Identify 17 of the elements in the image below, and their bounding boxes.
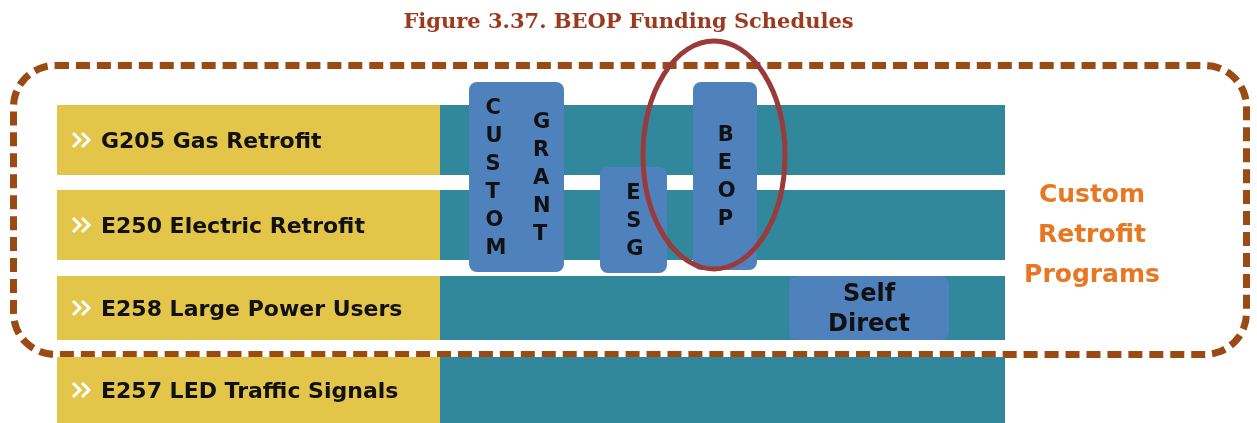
program-name: Self Direct: [827, 278, 911, 338]
schedule-name: E257 LED Traffic Signals: [101, 377, 399, 403]
group-label: Custom Retrofit Programs: [1023, 178, 1161, 290]
schedule-name: G205 Gas Retrofit: [101, 127, 322, 153]
program-name: GRANT: [532, 108, 548, 247]
program-box: [693, 82, 757, 270]
schedule-name: E258 Large Power Users: [101, 295, 403, 321]
figure-title: Figure 3.37. BEOP Funding Schedules: [402, 8, 855, 33]
dashed-group-outline: [10, 62, 1250, 358]
program-box: [469, 82, 564, 272]
schedule-bar: [57, 357, 1005, 423]
schedule-bar: [57, 276, 1005, 340]
program-box: [600, 167, 667, 273]
program-box: [789, 276, 949, 340]
program-name: ESG: [626, 179, 641, 262]
program-name: BEOP: [717, 121, 733, 232]
schedule-name: E250 Electric Retrofit: [101, 212, 365, 238]
